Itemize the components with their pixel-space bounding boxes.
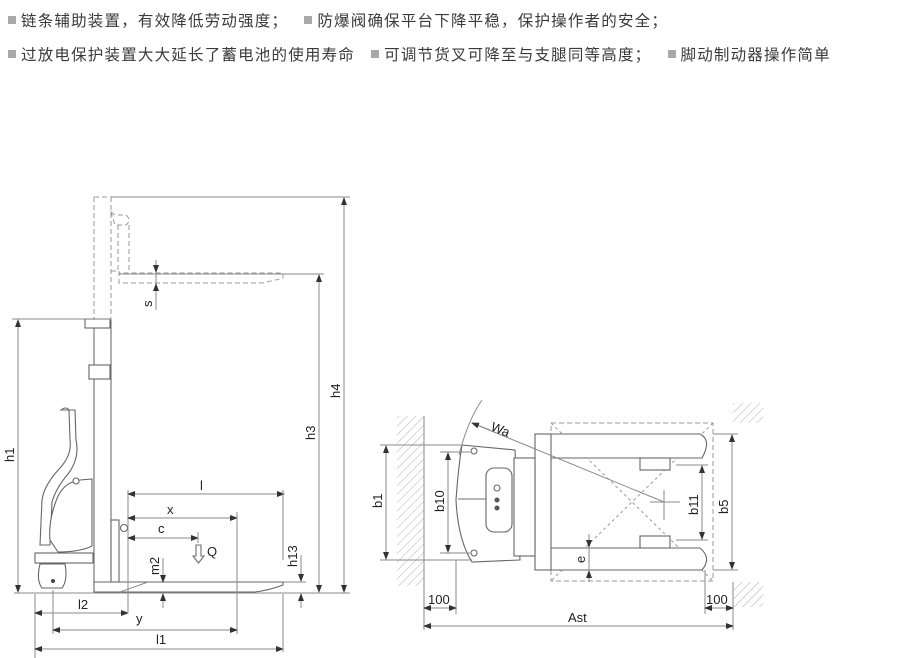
label-b10: b10 bbox=[432, 490, 447, 512]
bullet-square-icon bbox=[667, 50, 676, 58]
feature-list: 链条辅助装置，有效降低劳动强度； 防爆阀确保平台下降平稳，保护操作者的安全； 过… bbox=[8, 4, 900, 72]
right-wall-top bbox=[733, 403, 763, 423]
label-b11: b11 bbox=[686, 494, 701, 515]
label-b1: b1 bbox=[370, 494, 385, 508]
label-h3: h3 bbox=[303, 426, 318, 440]
drive-wheel bbox=[37, 563, 67, 589]
side-view-drawing: s h1 h3 h4 h13 bbox=[2, 196, 350, 658]
fork-left bbox=[549, 433, 708, 459]
load-roller bbox=[639, 457, 671, 471]
label-l2: l2 bbox=[78, 597, 88, 612]
label-c: c bbox=[158, 521, 165, 536]
load-roller bbox=[639, 535, 671, 549]
left-wall bbox=[397, 416, 424, 586]
tiller-handle bbox=[39, 407, 78, 546]
label-h13: h13 bbox=[285, 545, 300, 567]
feature-text: 链条辅助装置，有效降低劳动强度； bbox=[21, 12, 289, 30]
feature-item: 过放电保护装置大大延长了蓄电池的使用寿命 bbox=[8, 38, 355, 72]
feature-text: 可调节货叉可降至与支腿同等高度； bbox=[384, 46, 652, 64]
feature-item: 防爆阀确保平台下降平稳，保护操作者的安全； bbox=[304, 4, 668, 38]
label-y: y bbox=[136, 611, 143, 626]
bullet-square-icon bbox=[371, 50, 380, 58]
feature-text: 脚动制动器操作简单 bbox=[680, 46, 831, 64]
label-l1: l1 bbox=[156, 632, 166, 647]
battery-cover bbox=[49, 478, 93, 553]
raised-fork bbox=[110, 210, 284, 284]
truck-body bbox=[34, 407, 284, 593]
label-b5: b5 bbox=[716, 500, 731, 514]
fork-lowered bbox=[93, 581, 284, 593]
label-h4: h4 bbox=[328, 384, 343, 398]
label-clearance-right: 100 bbox=[706, 592, 728, 607]
label-s: s bbox=[140, 300, 155, 307]
chassis-plate bbox=[34, 552, 94, 564]
feature-item: 可调节货叉可降至与支腿同等高度； bbox=[371, 38, 651, 72]
feature-text: 过放电保护装置大大延长了蓄电池的使用寿命 bbox=[21, 46, 356, 64]
label-Wa: Wa bbox=[489, 419, 513, 440]
feature-row-2: 过放电保护装置大大延长了蓄电池的使用寿命 可调节货叉可降至与支腿同等高度； 脚动… bbox=[8, 38, 900, 72]
feature-text: 防爆阀确保平台下降平稳，保护操作者的安全； bbox=[317, 12, 669, 30]
label-Q: Q bbox=[207, 544, 217, 559]
bullet-square-icon bbox=[8, 16, 16, 24]
bullet-square-icon bbox=[8, 50, 16, 58]
feature-item: 脚动制动器操作简单 bbox=[667, 38, 831, 72]
label-x: x bbox=[167, 502, 174, 517]
mast-middle-block bbox=[88, 364, 111, 380]
mast-top-block bbox=[84, 318, 111, 329]
feature-row-1: 链条辅助装置，有效降低劳动强度； 防爆阀确保平台下降平稳，保护操作者的安全； bbox=[8, 4, 900, 38]
label-Ast: Ast bbox=[568, 610, 587, 625]
label-m2: m2 bbox=[147, 557, 162, 575]
label-clearance-left: 100 bbox=[428, 592, 450, 607]
load-arrow-icon bbox=[191, 544, 206, 564]
bullet-square-icon bbox=[304, 16, 313, 24]
feature-item: 链条辅助装置，有效降低劳动强度； bbox=[8, 4, 288, 38]
right-wall-bottom bbox=[733, 582, 763, 607]
label-e: e bbox=[573, 556, 588, 563]
battery-block bbox=[513, 457, 536, 557]
label-l: l bbox=[200, 478, 203, 493]
wa-radius-line bbox=[471, 422, 665, 503]
label-h1: h1 bbox=[2, 448, 17, 462]
top-view-drawing: Wa b1 b10 b11 b5 e 100 bbox=[370, 399, 763, 630]
